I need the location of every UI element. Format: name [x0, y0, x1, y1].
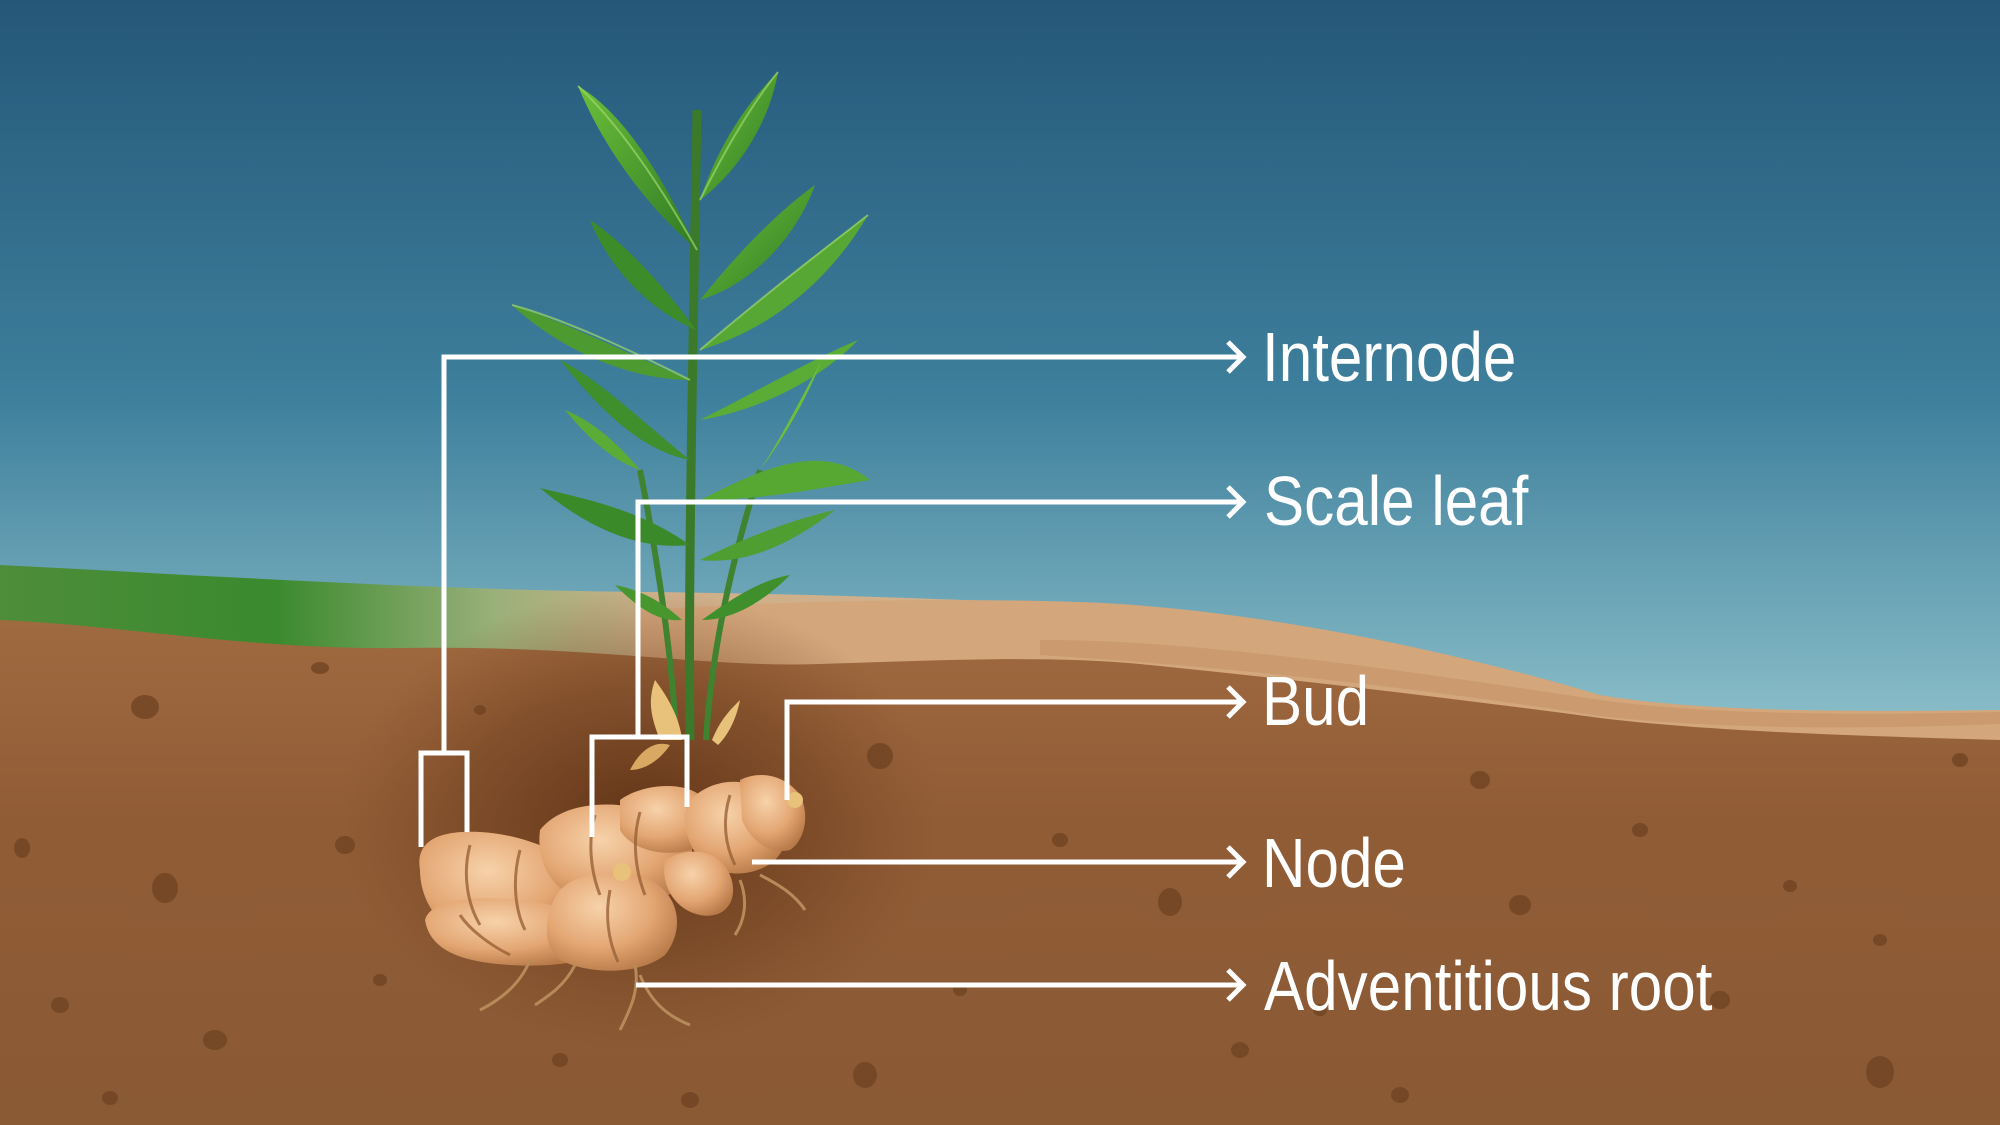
scale-leaf-line	[589, 499, 1240, 837]
internode-arrow	[1226, 340, 1247, 374]
soil-ridge-highlight	[1040, 640, 2000, 728]
bud-line	[784, 699, 1240, 800]
internode-line	[418, 354, 1240, 847]
scale-leaf-arrow	[1226, 485, 1247, 519]
label-bud: Bud	[1262, 662, 1370, 740]
label-adventitious-root: Adventitious root	[1264, 947, 1713, 1025]
label-scale-leaf: Scale leaf	[1264, 462, 1529, 540]
node-arrow	[1226, 845, 1247, 879]
soil-specks	[14, 662, 1968, 1108]
rhizome-illustration	[419, 680, 807, 1031]
label-node: Node	[1262, 824, 1406, 902]
bud-arrow	[1226, 685, 1247, 719]
callout-lines	[418, 340, 1247, 1002]
adventitious-root-arrow	[1226, 968, 1247, 1002]
ginger-plant-illustration	[511, 71, 870, 741]
label-internode: Internode	[1262, 318, 1517, 396]
